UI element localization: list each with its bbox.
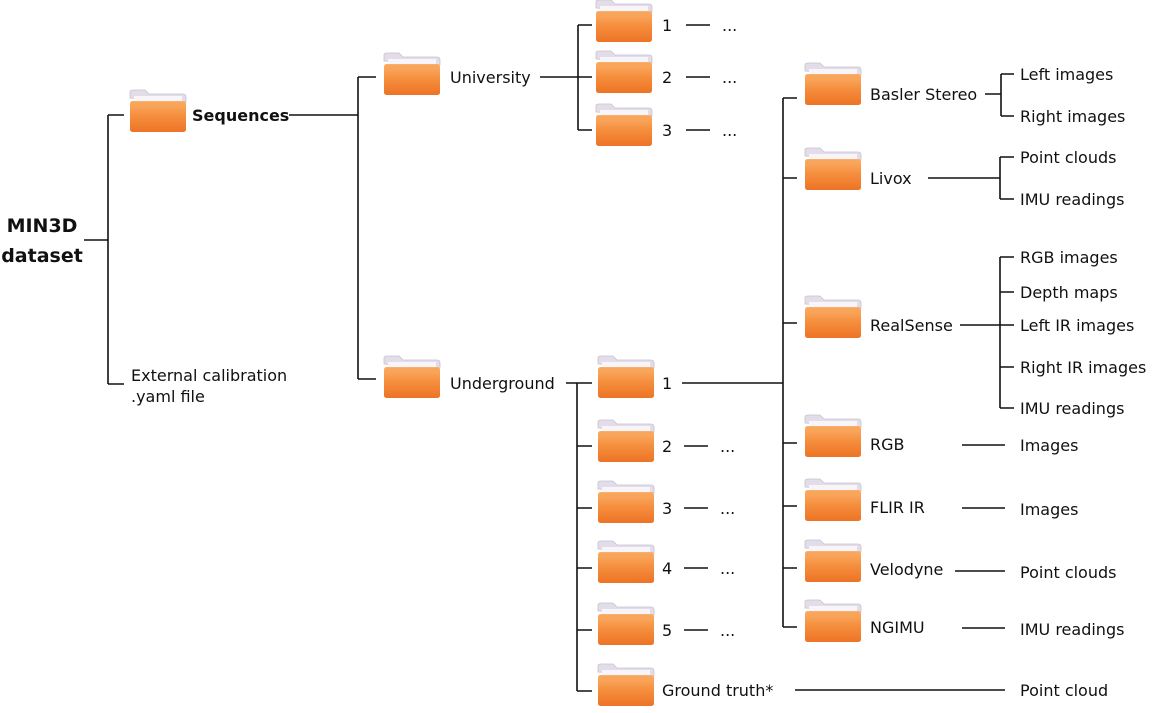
leaf-livox-point-clouds: Point clouds [1020, 148, 1116, 167]
sensor-basler-stereo: Basler Stereo [870, 85, 977, 104]
folder-icon-velodyne [804, 539, 862, 582]
university-ellipsis-1: ... [722, 16, 737, 35]
folder-icon-ngimu [804, 599, 862, 642]
folder-icon-university-1 [595, 0, 653, 42]
folder-icon-underground-4 [597, 540, 655, 583]
underground-sub-1: 1 [662, 374, 672, 393]
folder-icon-realsense [804, 295, 862, 338]
folder-icon-underground-3 [597, 480, 655, 523]
folder-icon-university-3 [595, 103, 653, 146]
sensor-flir-ir: FLIR IR [870, 498, 925, 517]
underground-ellipsis-2: ... [720, 437, 735, 456]
university-ellipsis-3: ... [722, 121, 737, 140]
leaf-right-ir-images: Right IR images [1020, 358, 1146, 377]
calibration-label: External calibration [131, 366, 287, 385]
sensor-rgb: RGB [870, 435, 905, 454]
sensor-ngimu: NGIMU [870, 618, 925, 637]
connector-lines [84, 24, 1014, 692]
ground-truth-label: Ground truth* [662, 681, 773, 700]
ground-truth-leaf: Point cloud [1020, 681, 1108, 700]
folder-icon-underground [383, 355, 441, 398]
underground-sub-3: 3 [662, 499, 672, 518]
folder-icon-underground-5 [597, 602, 655, 645]
leaf-realsense-imu-readings: IMU readings [1020, 399, 1124, 418]
folder-icon-flir-ir [804, 478, 862, 521]
folder-icon-underground-2 [597, 419, 655, 462]
calibration-label-line2: .yaml file [131, 387, 205, 406]
university-sub-2: 2 [662, 68, 672, 87]
underground-ellipsis-4: ... [720, 559, 735, 578]
university-sub-3: 3 [662, 121, 672, 140]
university-label: University [450, 68, 531, 87]
folder-icon-basler-stereo [804, 62, 862, 105]
leaf-velodyne-point-clouds: Point clouds [1020, 563, 1116, 582]
underground-label: Underground [450, 374, 555, 393]
leaf-ngimu-imu-readings: IMU readings [1020, 620, 1124, 639]
sensor-realsense: RealSense [870, 316, 953, 335]
sensor-livox: Livox [870, 169, 912, 188]
sequences-label: Sequences [192, 106, 289, 125]
folder-icon-livox [804, 147, 862, 190]
folder-icon-rgb [804, 414, 862, 457]
leaf-flir-images: Images [1020, 500, 1078, 519]
university-sub-1: 1 [662, 16, 672, 35]
underground-sub-5: 5 [662, 621, 672, 640]
leaf-livox-imu-readings: IMU readings [1020, 190, 1124, 209]
leaf-depth-maps: Depth maps [1020, 283, 1118, 302]
leaf-left-images: Left images [1020, 65, 1113, 84]
root-label-line2: dataset [1, 245, 83, 267]
university-ellipsis-2: ... [722, 68, 737, 87]
underground-ellipsis-5: ... [720, 621, 735, 640]
folder-icon-ground-truth [597, 663, 655, 706]
folder-icon-underground-1 [597, 355, 655, 398]
folder-icon-university-2 [595, 50, 653, 93]
leaf-left-ir-images: Left IR images [1020, 316, 1134, 335]
leaf-right-images: Right images [1020, 107, 1125, 126]
leaf-rgb-camera-images: Images [1020, 436, 1078, 455]
folder-icon-university [383, 52, 441, 95]
sensor-velodyne: Velodyne [870, 560, 943, 579]
underground-sub-4: 4 [662, 559, 672, 578]
underground-ellipsis-3: ... [720, 499, 735, 518]
folder-icon-sequences [129, 89, 187, 132]
root-label: MIN3D [7, 215, 78, 237]
underground-sub-2: 2 [662, 437, 672, 456]
leaf-rgb-images: RGB images [1020, 248, 1118, 267]
